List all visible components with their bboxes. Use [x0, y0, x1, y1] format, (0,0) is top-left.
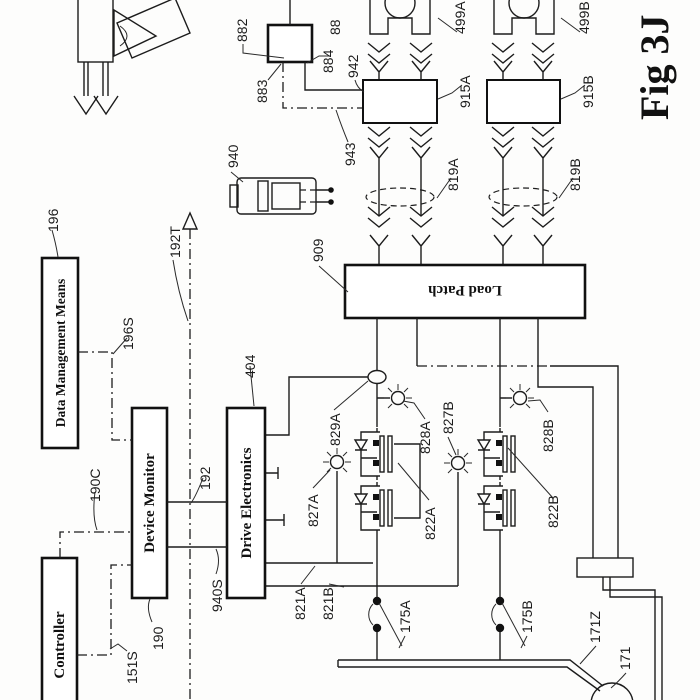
ref-886: 88	[327, 19, 343, 35]
coupler-b	[493, 0, 555, 35]
ref-827b: 827B	[440, 401, 456, 434]
ref-942: 942	[345, 54, 361, 78]
block-titles: Data Management Means Device Monitor Con…	[52, 279, 502, 679]
ref-499a: 499A	[452, 1, 468, 34]
terminal-block-and-rail	[576, 557, 663, 700]
isolation-ellipse-819b	[488, 187, 558, 207]
leader-lines	[51, 17, 627, 689]
ref-175b: 175B	[519, 600, 535, 633]
connector-940-icon	[229, 177, 334, 215]
ref-828b: 828B	[540, 419, 556, 452]
arc-symbol-828b	[505, 383, 535, 409]
ref-175a: 175A	[397, 600, 413, 633]
ref-821b: 821B	[320, 587, 336, 620]
ref-909: 909	[310, 238, 326, 262]
ref-940s: 940S	[209, 579, 225, 612]
junction-oval-829a	[367, 369, 387, 385]
reference-labels: 196 882 88 883 884 942 943 940 909 499A …	[45, 1, 633, 684]
gripper-drawing	[73, 0, 191, 116]
ref-190: 190	[150, 626, 166, 650]
data-management-box	[40, 256, 80, 450]
ref-171z: 171Z	[587, 611, 603, 643]
motor-circle-171	[590, 682, 634, 700]
ref-822b: 822B	[545, 495, 561, 528]
ref-883: 883	[254, 79, 270, 103]
arc-symbol-827b	[443, 448, 473, 474]
ref-190c: 190C	[87, 469, 103, 502]
figure-caption: Fig 3J	[632, 14, 677, 120]
bottom-bus	[337, 659, 634, 700]
gate-drive-wiring	[265, 376, 459, 587]
data-management-title: Data Management Means	[53, 279, 68, 427]
ref-915a: 915A	[457, 75, 473, 108]
transistor-group-a	[354, 427, 393, 535]
control-links	[59, 211, 227, 700]
ref-192t: 192T	[167, 226, 183, 258]
box-915b	[486, 79, 561, 124]
transistor-group-b	[477, 427, 516, 535]
ref-196s: 196S	[120, 317, 136, 350]
drive-electronics-title: Drive Electronics	[239, 447, 255, 558]
ref-192: 192	[197, 466, 213, 490]
ref-822a: 822A	[422, 507, 438, 540]
ref-882: 882	[234, 18, 250, 42]
device-monitor-box	[130, 406, 169, 600]
arc-symbol-828a	[383, 383, 413, 409]
ref-196: 196	[45, 208, 61, 232]
box-915a	[362, 79, 438, 124]
isolation-ellipse-819a	[365, 187, 435, 207]
coupler-a	[369, 0, 431, 35]
controller-box	[40, 556, 79, 700]
ref-943: 943	[342, 142, 358, 166]
sensor-box-883	[266, 0, 363, 109]
ref-819a: 819A	[445, 158, 461, 191]
ref-499b: 499B	[576, 1, 592, 34]
ref-404: 404	[242, 354, 258, 378]
arrow-192t	[181, 211, 199, 230]
load-patch-title: Load Patch	[427, 282, 501, 298]
controller-title: Controller	[52, 611, 68, 679]
ref-884: 884	[320, 49, 336, 73]
ref-151s: 151S	[124, 651, 140, 684]
ref-915b: 915B	[580, 75, 596, 108]
ref-829a: 829A	[327, 413, 343, 446]
load-patch-box	[343, 263, 587, 320]
ref-828a: 828A	[417, 421, 433, 454]
arc-symbol-827a	[322, 447, 352, 473]
drive-electronics-box	[225, 406, 267, 600]
ref-821a: 821A	[292, 587, 308, 620]
ref-827a: 827A	[305, 494, 321, 527]
ref-171: 171	[617, 646, 633, 670]
device-monitor-title: Device Monitor	[142, 453, 158, 553]
ref-940: 940	[225, 144, 241, 168]
ref-819b: 819B	[567, 158, 583, 191]
